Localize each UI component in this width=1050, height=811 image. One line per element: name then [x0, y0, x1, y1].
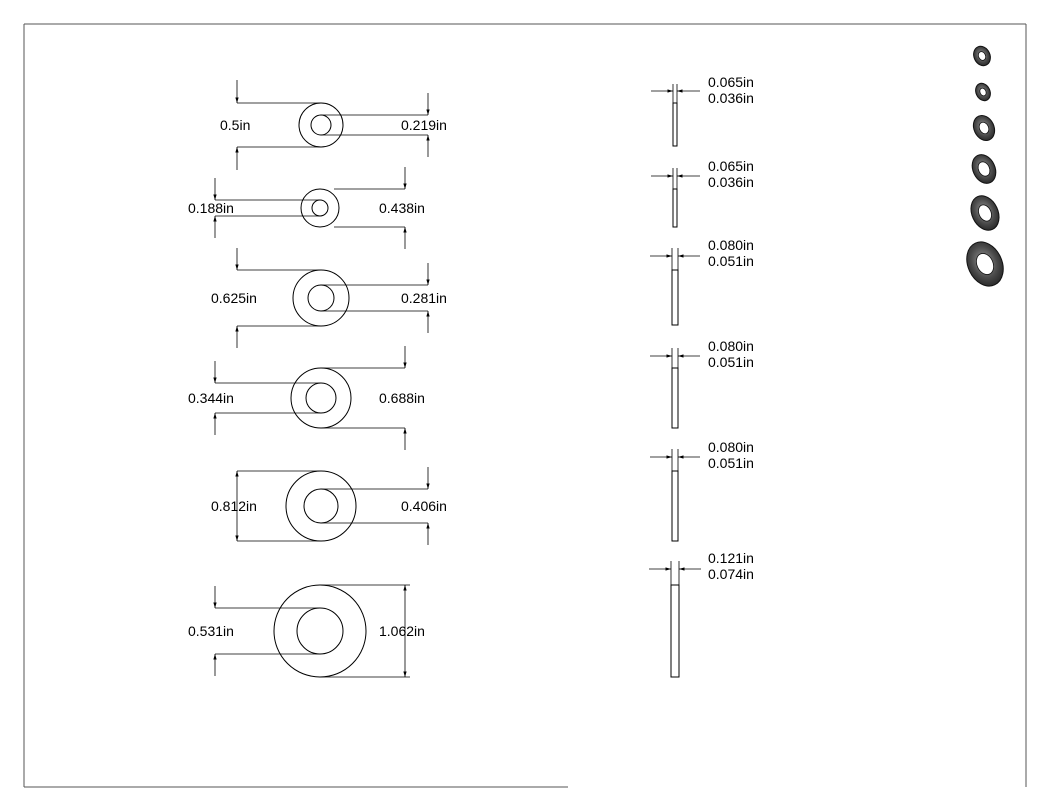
- washer-front-view-5: 0.812in 0.406in: [211, 467, 447, 545]
- id-dimension-label: 0.344in: [188, 390, 234, 406]
- washer-front-view-2: 0.188in 0.438in: [188, 167, 425, 249]
- iso-washer-4: [971, 154, 997, 184]
- outer-circle: [290, 367, 352, 429]
- washer-side-view-4: 0.080in 0.051in: [650, 338, 754, 429]
- thickness-label-top: 0.065in: [708, 158, 754, 174]
- inner-circle: [307, 284, 335, 312]
- inner-circle: [296, 607, 344, 655]
- thickness-label-top: 0.080in: [708, 237, 754, 253]
- thickness-label-bottom: 0.036in: [708, 90, 754, 106]
- side-profile: [671, 367, 679, 429]
- washer-side-view-3: 0.080in 0.051in: [650, 237, 754, 326]
- side-profile: [670, 584, 680, 678]
- washer-side-view-1: 0.065in 0.036in: [651, 74, 754, 147]
- thickness-label-bottom: 0.051in: [708, 455, 754, 471]
- washer-side-view-2: 0.065in 0.036in: [651, 158, 754, 228]
- iso-washer-5: [970, 195, 1000, 231]
- isometric-washer-previews: [966, 45, 1004, 287]
- id-dimension-label: 0.188in: [188, 200, 234, 216]
- inner-circle: [311, 199, 329, 217]
- iso-washer-2: [975, 82, 991, 102]
- washer-front-view-1: 0.5in 0.219in: [220, 80, 447, 170]
- washer-side-view-6: 0.121in 0.074in: [649, 550, 754, 678]
- iso-washer-6: [966, 241, 1004, 287]
- thickness-label-top: 0.080in: [708, 439, 754, 455]
- thickness-label-bottom: 0.051in: [708, 253, 754, 269]
- id-dimension-label: 0.531in: [188, 623, 234, 639]
- thickness-label-top: 0.080in: [708, 338, 754, 354]
- outer-circle: [300, 188, 340, 228]
- iso-washer-3: [972, 114, 996, 142]
- washer-side-view-5: 0.080in 0.051in: [650, 439, 754, 542]
- od-dimension-label: 0.5in: [220, 117, 250, 133]
- inner-circle: [305, 382, 337, 414]
- washer-front-view-3: 0.625in 0.281in: [211, 248, 447, 348]
- od-dimension-label: 0.625in: [211, 290, 257, 306]
- side-profile: [672, 188, 678, 228]
- outer-circle: [298, 102, 344, 148]
- sheet-frame: [23, 23, 1027, 788]
- id-dimension-label: 0.281in: [401, 290, 447, 306]
- thickness-label-top: 0.065in: [708, 74, 754, 90]
- inner-circle: [303, 488, 339, 524]
- thickness-label-bottom: 0.036in: [708, 174, 754, 190]
- outer-circle: [273, 584, 367, 678]
- outer-circle: [292, 269, 350, 327]
- washer-front-view-4: 0.344in 0.688in: [188, 346, 425, 450]
- thickness-label-bottom: 0.074in: [708, 566, 754, 582]
- outer-circle: [285, 470, 357, 542]
- id-dimension-label: 0.406in: [401, 498, 447, 514]
- inner-circle: [310, 114, 332, 136]
- od-dimension-label: 0.812in: [211, 498, 257, 514]
- side-profile: [671, 269, 679, 326]
- od-dimension-label: 0.438in: [379, 200, 425, 216]
- washer-front-view-6: 0.531in 1.062in: [188, 584, 425, 678]
- od-dimension-label: 0.688in: [379, 390, 425, 406]
- iso-washer-1: [973, 45, 991, 67]
- side-profile: [672, 102, 678, 147]
- id-dimension-label: 0.219in: [401, 117, 447, 133]
- od-dimension-label: 1.062in: [379, 623, 425, 639]
- side-profile: [671, 470, 679, 542]
- thickness-label-top: 0.121in: [708, 550, 754, 566]
- thickness-label-bottom: 0.051in: [708, 354, 754, 370]
